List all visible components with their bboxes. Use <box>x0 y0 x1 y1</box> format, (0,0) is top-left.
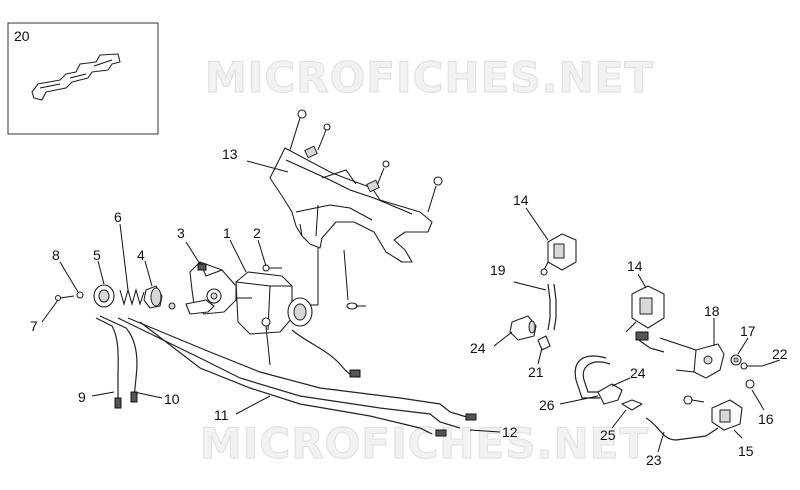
callout-9: 9 <box>78 389 86 405</box>
callout-14-upper: 14 <box>513 192 529 208</box>
nut-part-17 <box>730 354 742 366</box>
fitting-misc <box>683 395 705 405</box>
clip-part-20 <box>31 53 121 101</box>
bracket-part-13 <box>269 109 443 310</box>
callout-18: 18 <box>704 303 720 319</box>
callout-24-left: 24 <box>470 340 486 356</box>
callout-19: 19 <box>490 262 506 278</box>
callout-labels: 1 2 3 4 5 6 7 8 9 10 11 12 13 14 14 15 1… <box>30 146 788 468</box>
callout-3: 3 <box>177 225 185 241</box>
plate-part-18 <box>635 331 725 379</box>
callout-8: 8 <box>52 247 60 263</box>
screw-part-7 <box>54 294 75 302</box>
callout-13: 13 <box>222 146 238 162</box>
callout-24-right: 24 <box>630 365 646 381</box>
valve-part-14-lower <box>625 285 665 333</box>
callout-16: 16 <box>758 411 774 427</box>
watermark-top: MICROFICHES.NET <box>205 53 654 102</box>
cable-part-11 <box>117 317 477 437</box>
fitting-part-21 <box>537 335 551 351</box>
leader-lines <box>41 160 781 453</box>
pulley-part-5 <box>93 284 115 308</box>
fitting-part-25 <box>621 399 643 411</box>
callout-2: 2 <box>253 225 261 241</box>
valve-part-15 <box>711 399 743 431</box>
callout-7: 7 <box>30 318 38 334</box>
washer-part-8 <box>76 291 84 299</box>
spring-part-6 <box>119 288 145 306</box>
callout-15: 15 <box>738 443 754 459</box>
hose-part-19 <box>547 283 557 331</box>
cable-part-9 <box>95 317 122 409</box>
callout-12: 12 <box>502 424 518 440</box>
hose-part-23 <box>645 417 719 441</box>
callout-26: 26 <box>539 397 555 413</box>
callout-23: 23 <box>646 452 662 468</box>
callout-25: 25 <box>600 427 616 443</box>
watermark-bottom: MICROFICHES.NET <box>200 419 649 468</box>
callout-1: 1 <box>223 225 231 241</box>
screw-part-2 <box>262 264 282 272</box>
valve-part-14-upper <box>540 233 577 276</box>
callout-11: 11 <box>214 407 229 423</box>
drum-part-4 <box>143 285 163 309</box>
callout-22: 22 <box>772 346 788 362</box>
callout-20: 20 <box>14 28 30 44</box>
bolt-part-22 <box>740 362 762 370</box>
cap-part-24-left <box>509 315 537 341</box>
callout-10: 10 <box>164 391 180 407</box>
bolt-part-16 <box>745 379 755 389</box>
callout-17: 17 <box>740 323 756 339</box>
hose-part-26 <box>574 355 611 399</box>
clamp <box>168 299 215 315</box>
callout-4: 4 <box>137 247 145 263</box>
callout-14-lower: 14 <box>627 258 643 274</box>
inset-box: 20 <box>7 22 159 135</box>
callout-5: 5 <box>93 247 101 263</box>
callout-6: 6 <box>114 209 122 225</box>
canister-part-24-right <box>597 383 623 405</box>
callout-21: 21 <box>528 364 544 380</box>
actuator-part-1 <box>235 271 361 378</box>
